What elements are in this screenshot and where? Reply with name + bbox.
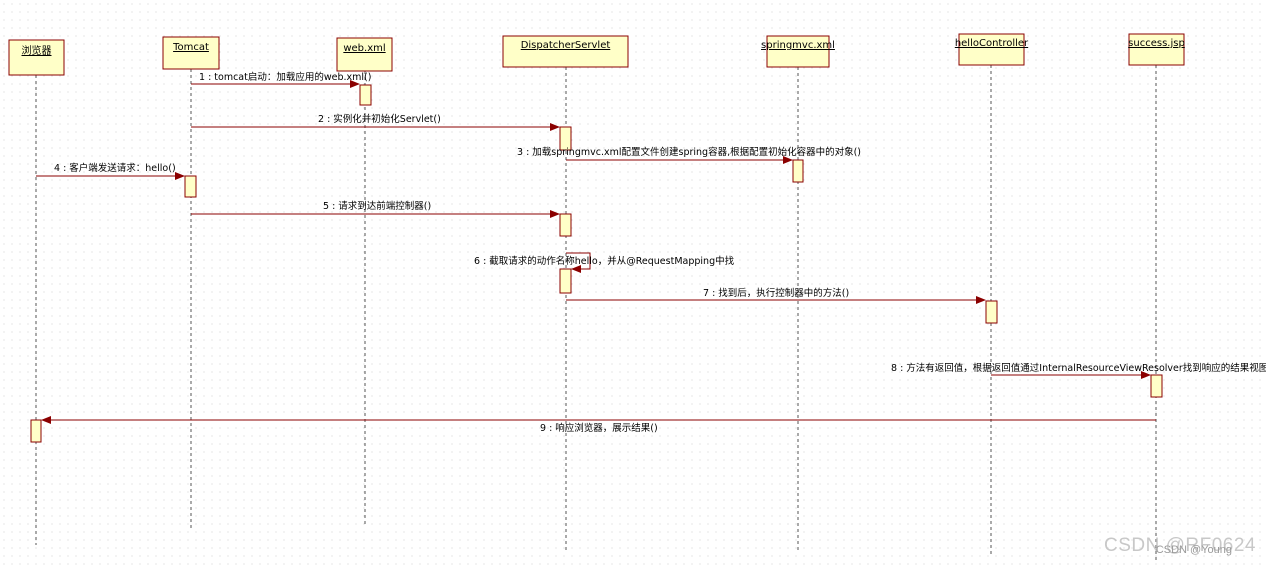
- object-tomcat[interactable]: Tomcat: [162, 36, 220, 70]
- object-browser[interactable]: 浏览器: [8, 39, 65, 76]
- object-label-dispatcher: DispatcherServlet: [521, 40, 611, 51]
- message-labels: 1 : tomcat启动：加载应用的web.xml() 2 : 实例化并初始化S…: [54, 71, 1266, 434]
- message-label-4: 4 : 客户端发送请求：hello(): [54, 162, 176, 174]
- object-label-springmvc: springmvc.xml: [761, 40, 835, 51]
- object-webxml[interactable]: web.xml: [336, 37, 393, 72]
- watermark: CSDN @RF0624 CSDN @Young: [1104, 535, 1256, 557]
- watermark-main: CSDN @RF0624: [1104, 535, 1256, 556]
- message-label-6: 6 : 截取请求的动作名称hello，并从@RequestMapping中找: [474, 255, 735, 267]
- object-boxes: 浏览器 Tomcat web.xml DispatcherServlet spr…: [8, 33, 1185, 76]
- object-hello[interactable]: helloController: [955, 33, 1029, 66]
- activation-tomcat-4[interactable]: [184, 175, 197, 198]
- message-label-2: 2 : 实例化并初始化Servlet(): [318, 113, 441, 125]
- activation-bars: [30, 84, 1163, 443]
- object-label-tomcat: Tomcat: [172, 42, 209, 53]
- message-arrow-6-self[interactable]: [566, 252, 591, 273]
- object-dispatcher[interactable]: DispatcherServlet: [502, 35, 629, 68]
- activation-hello-7[interactable]: [985, 300, 998, 324]
- message-label-3: 3 : 加载springmvc.xml配置文件创建spring容器,根据配置初始…: [517, 146, 861, 158]
- activation-webxml-1[interactable]: [359, 84, 372, 106]
- message-label-1: 1 : tomcat启动：加载应用的web.xml(): [199, 71, 371, 83]
- watermark-sub: CSDN @Young: [1155, 544, 1232, 556]
- object-label-webxml: web.xml: [343, 43, 385, 54]
- activation-dispatcher-5[interactable]: [559, 213, 572, 237]
- object-success[interactable]: success.jsp: [1128, 33, 1185, 66]
- activation-springmvc-3[interactable]: [792, 159, 804, 183]
- messages: [36, 80, 1156, 424]
- message-label-9: 9 : 响应浏览器，展示结果(): [540, 422, 658, 434]
- activation-dispatcher-2[interactable]: [559, 126, 572, 151]
- activation-browser-9[interactable]: [30, 419, 42, 443]
- message-label-5: 5 : 请求到达前端控制器(): [323, 200, 431, 212]
- message-label-8: 8 : 方法有返回值，根据返回值通过InternalResourceViewRe…: [891, 362, 1266, 374]
- object-label-success: success.jsp: [1128, 38, 1185, 49]
- activation-success-8[interactable]: [1150, 374, 1163, 398]
- object-label-hello: helloController: [955, 38, 1029, 49]
- message-label-7: 7 : 找到后，执行控制器中的方法(): [703, 287, 849, 299]
- object-label-browser: 浏览器: [22, 44, 52, 57]
- object-springmvc[interactable]: springmvc.xml: [761, 35, 835, 68]
- activation-dispatcher-6[interactable]: [559, 268, 572, 294]
